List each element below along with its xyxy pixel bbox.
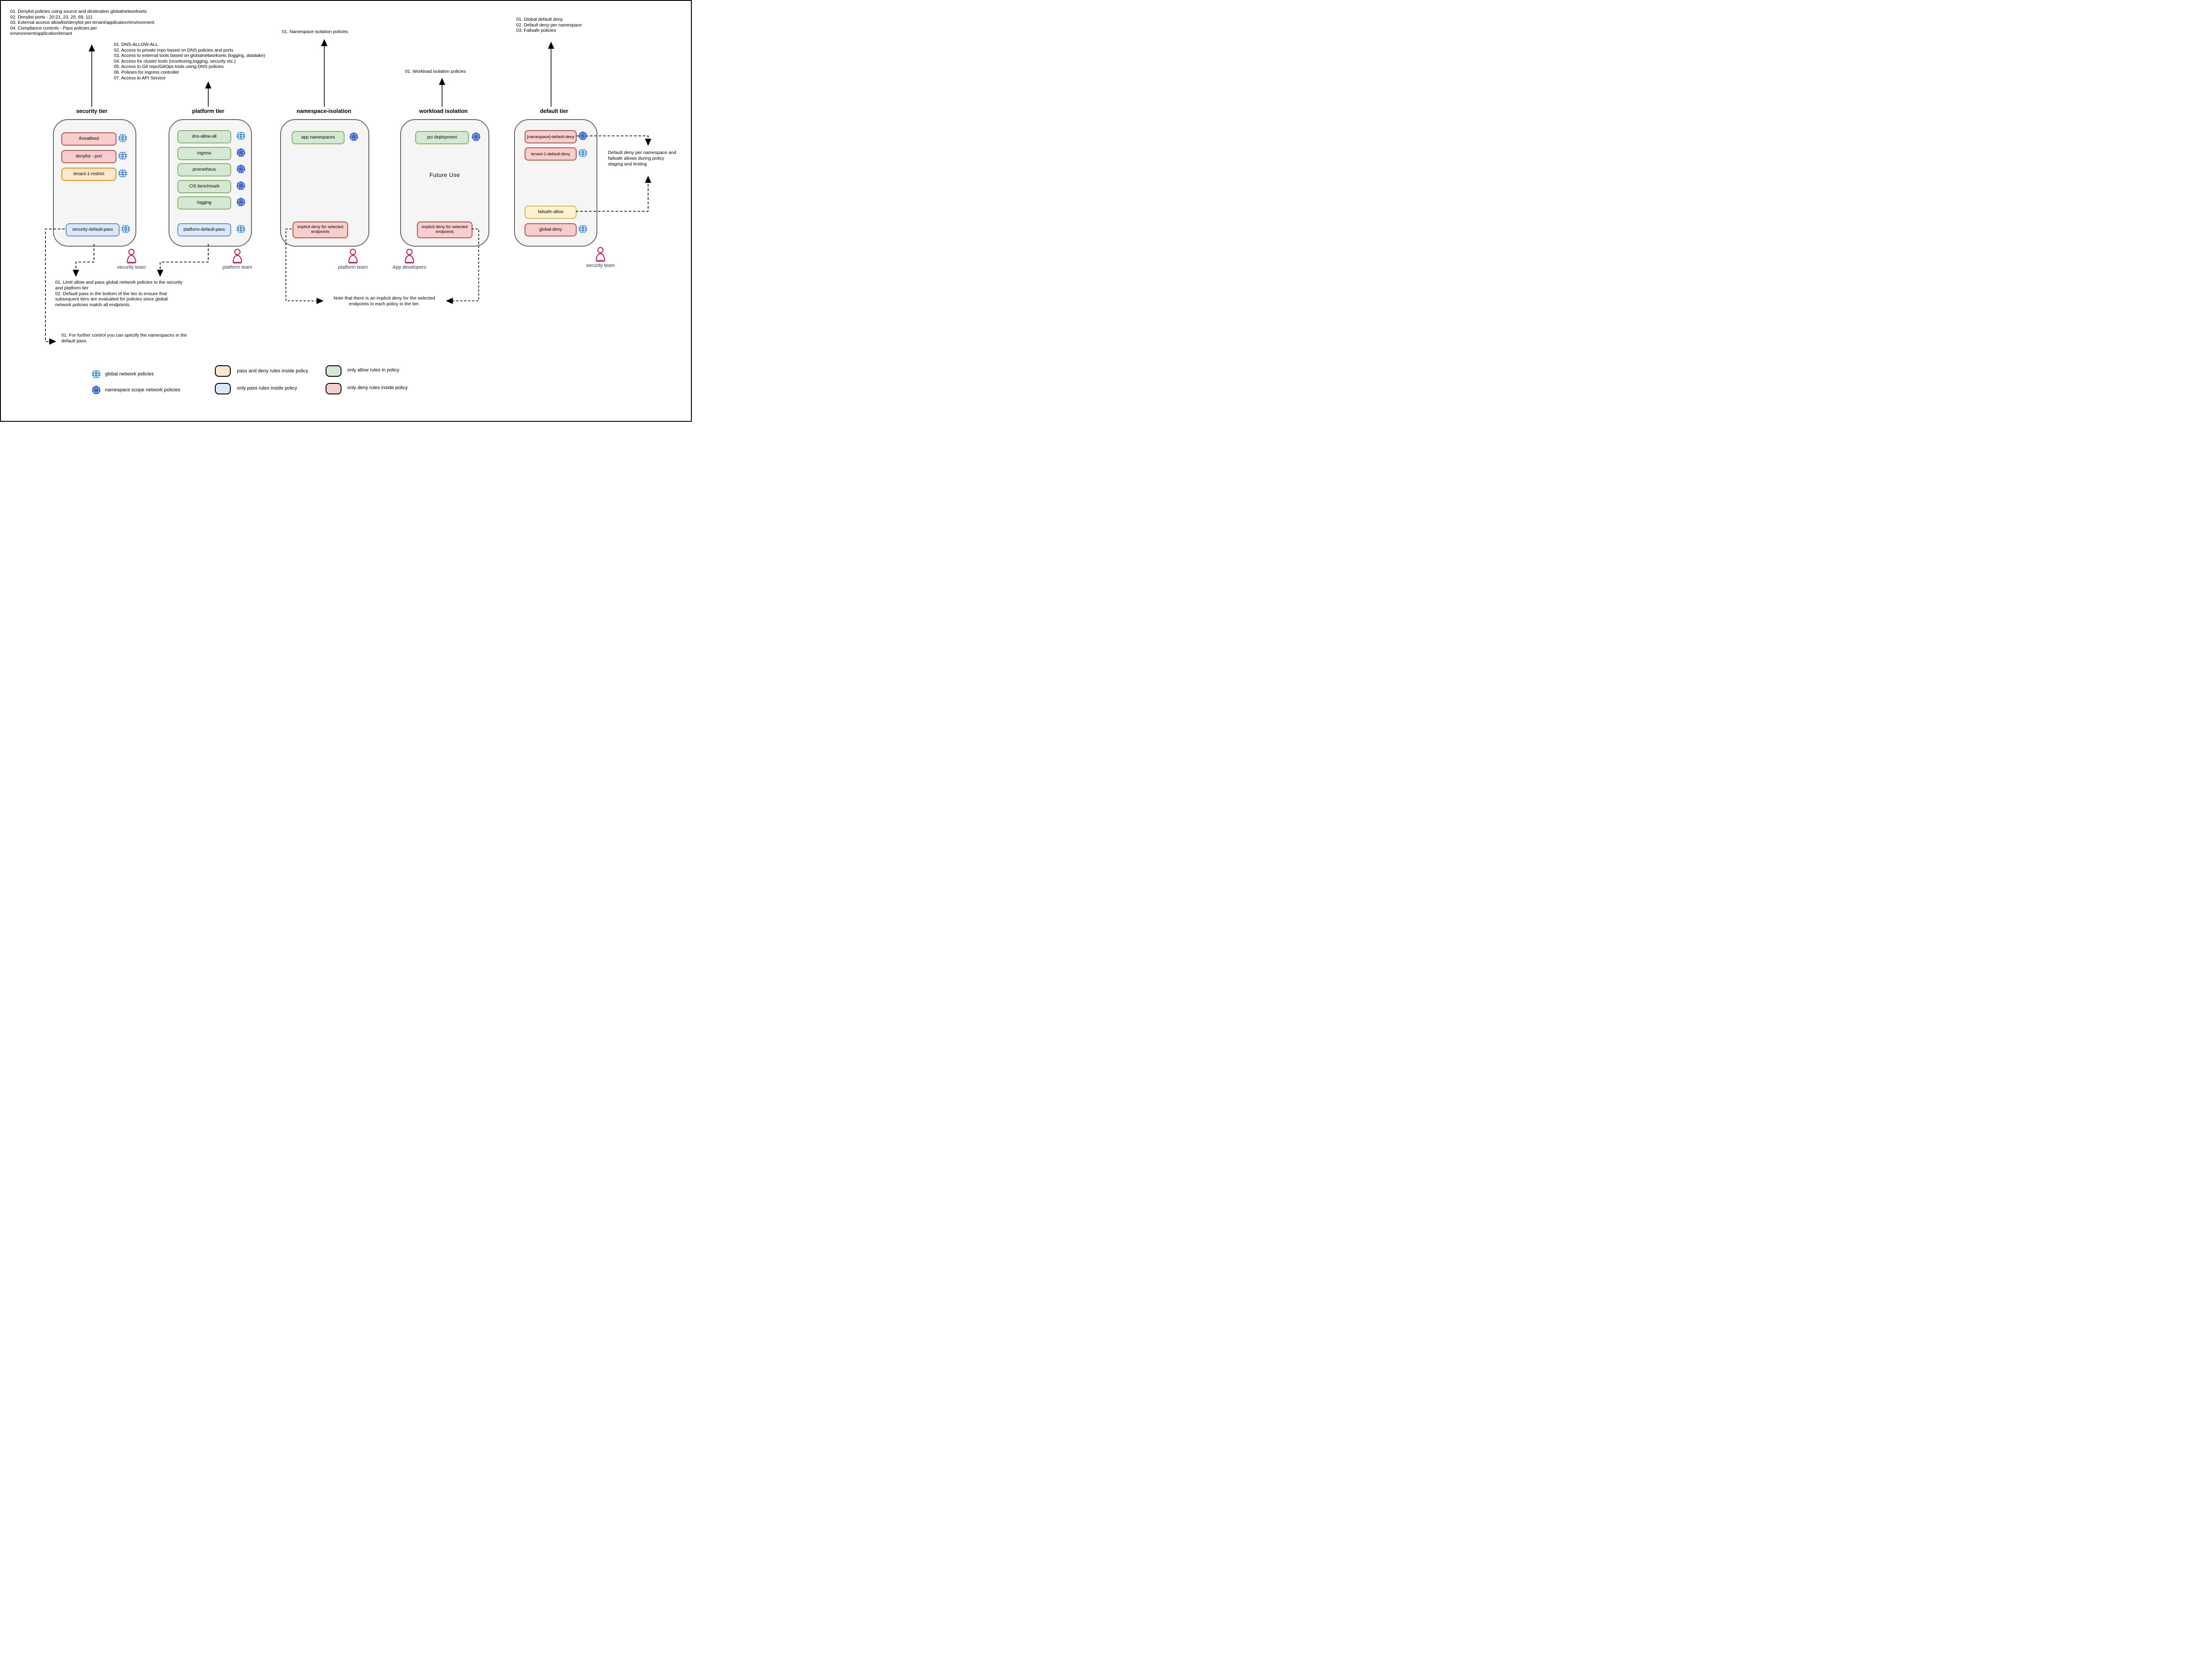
person-icon <box>127 248 136 263</box>
tier-title-default: default tier <box>540 108 568 114</box>
policy-platform-default-pass: platform-default-pass <box>177 223 231 236</box>
policy-tenant-1-restrict: tenant-1-restrict <box>61 168 116 181</box>
global-policy-icon <box>236 224 245 234</box>
policy-implicit-deny-workload: implicit deny for selected endpoints <box>417 221 473 238</box>
policy-ingress: ingress <box>177 147 231 160</box>
legend-swatch-allow-only <box>326 365 341 377</box>
global-policy-icon <box>121 224 130 234</box>
legend-swatch-deny-only <box>326 383 341 394</box>
legend-pass-only-rules: only pass rules inside policy <box>237 386 297 391</box>
tier-title-security: security tier <box>76 108 108 114</box>
policy-tenant-1-default-deny: tenant-1-default-deny <box>525 147 577 161</box>
note-limit-allow-pass: 01. Limit allow and pass global network … <box>55 280 183 308</box>
person-icon <box>233 248 242 263</box>
tier-title-namespace: namespace-isolation <box>296 108 351 114</box>
policy-global-deny: global-deny <box>525 223 577 236</box>
tier-title-platform: platform tier <box>192 108 225 114</box>
team-label-security: security team <box>117 265 146 270</box>
namespace-policy-icon <box>472 132 480 141</box>
namespace-policy-icon <box>236 197 245 206</box>
legend-swatch-pass-deny <box>215 365 231 377</box>
person-icon <box>348 248 358 263</box>
namespace-policy-icon <box>236 164 245 173</box>
policy-implicit-deny-namespace: implicit deny for selected endpoints <box>293 221 348 238</box>
namespace-policy-icon <box>236 181 245 190</box>
tier-box-platform: dns-allow-all ingress prometheus CIS ben… <box>169 119 252 247</box>
annotation-security-list: 01. Denylist policies using source and d… <box>10 9 154 37</box>
dashed-platform-to-limit-note <box>157 244 209 277</box>
legend-namespace-policies: namespace scope network policies <box>105 387 180 393</box>
dashed-security-to-limit-note <box>72 244 94 277</box>
tier-box-security: threatfeed denylist - port tenant-1-rest… <box>53 119 136 247</box>
legend-swatch-pass-only <box>215 383 231 394</box>
policy-namespace-default-deny: [namespace]-default-deny <box>525 130 577 143</box>
person-icon <box>405 248 414 263</box>
person-icon <box>596 247 605 262</box>
team-label-app-developers: App developers <box>392 265 427 270</box>
global-policy-icon <box>92 369 101 379</box>
annotation-default-list: 01. Global default deny 02. Default deny… <box>516 17 582 34</box>
team-label-platform-2: platform team <box>338 265 368 270</box>
annotation-workload-list: 01. Workload isolation policies <box>405 69 466 74</box>
legend-pass-deny-rules: pass and deny rules inside policy <box>237 368 308 374</box>
policy-logging: logging <box>177 196 231 210</box>
tier-title-workload: workload isolation <box>419 108 468 114</box>
note-implicit-deny: Note that there is an implicit deny for … <box>334 296 435 307</box>
namespace-policy-icon <box>92 385 101 394</box>
global-policy-icon <box>236 131 245 141</box>
policy-app-namespaces: app namespaces <box>292 131 345 144</box>
policy-dns-allow-all: dns-allow-all <box>177 130 231 143</box>
global-policy-icon <box>118 133 127 143</box>
diagram-canvas: 01. Denylist policies using source and d… <box>0 0 692 422</box>
legend-global-policies: global network policies <box>105 371 154 377</box>
global-policy-icon <box>578 224 587 234</box>
team-label-security-2: security team <box>586 263 615 268</box>
policy-prometheus: prometheus <box>177 163 231 176</box>
legend-allow-only-rules: only allow rules in policy <box>347 368 399 373</box>
legend-deny-only-rules: only deny rules inside policy <box>347 385 408 390</box>
global-policy-icon <box>578 148 587 158</box>
namespace-policy-icon <box>349 132 358 141</box>
policy-failsafe-allow: failsafe-allow <box>525 206 577 219</box>
policy-security-default-pass: security-default-pass <box>66 223 120 236</box>
team-label-platform: platform team <box>222 265 252 270</box>
policy-denylist-port: denylist - port <box>61 150 116 163</box>
annotation-namespace-list: 01. Namespace isolation policies <box>282 29 348 34</box>
note-default-deny-staging: Default deny per namespace and failsafe … <box>608 150 676 167</box>
global-policy-icon <box>118 151 127 161</box>
policy-pci-deployment: pci deployment <box>415 131 469 144</box>
policy-threatfeed: threatfeed <box>61 132 116 146</box>
namespace-policy-icon <box>578 131 587 140</box>
annotation-platform-list: 01. DNS-ALLOW-ALL 02. Access to private … <box>114 42 265 81</box>
global-policy-icon <box>118 169 127 178</box>
policy-cis-benchmark: CIS benchmark <box>177 180 231 193</box>
namespace-policy-icon <box>236 148 245 157</box>
note-further-control: 01. For further control you can specify … <box>61 333 187 344</box>
future-use-label: Future Use <box>429 172 460 178</box>
